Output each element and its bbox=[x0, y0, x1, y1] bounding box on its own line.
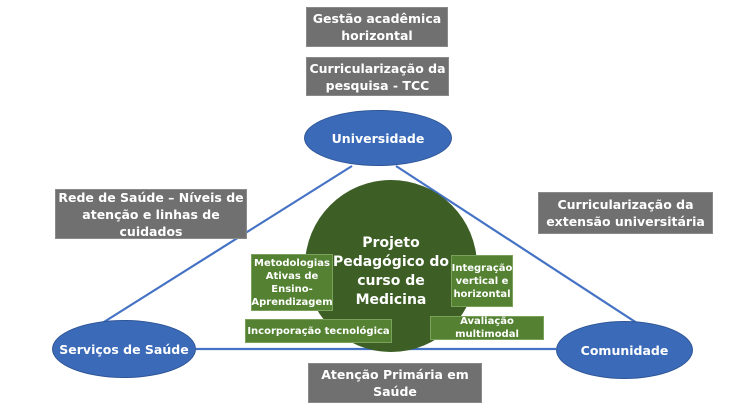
node-universidade-label: Universidade bbox=[331, 130, 425, 146]
center-line-3: curso de bbox=[357, 273, 425, 289]
box-rede-line-2: atenção e linhas de cuidados bbox=[82, 206, 220, 239]
box-curricularizacao-extensao: Curricularização da extensão universitár… bbox=[538, 192, 713, 234]
center-line-1: Projeto bbox=[362, 235, 420, 251]
integracao-line-3: horizontal bbox=[453, 288, 511, 300]
incorporacao-label: Incorporação tecnológica bbox=[247, 325, 390, 337]
box-rede-line-1: Rede de Saúde – Níveis de bbox=[58, 189, 244, 205]
node-comunidade-label: Comunidade bbox=[580, 342, 669, 358]
node-universidade: Universidade bbox=[304, 110, 452, 166]
metodologias-line-4: Aprendizagem bbox=[251, 296, 333, 308]
box-extensao-line-2: extensão universitária bbox=[546, 214, 705, 229]
center-title: Projeto Pedagógico do curso de Medicina bbox=[330, 234, 452, 310]
box-integracao: Integração vertical e horizontal bbox=[451, 255, 513, 307]
box-gestao-line-2: horizontal bbox=[341, 28, 413, 43]
metodologias-line-3: Ensino- bbox=[271, 283, 313, 295]
node-comunidade: Comunidade bbox=[556, 321, 693, 379]
center-line-4: Medicina bbox=[355, 292, 427, 308]
box-curricularizacao-pesquisa: Curricularização da pesquisa - TCC bbox=[306, 57, 449, 96]
metodologias-line-2: Ativas de bbox=[265, 270, 319, 282]
node-servicos-label: Serviços de Saúde bbox=[59, 341, 189, 357]
box-incorporacao-tecnologica: Incorporação tecnológica bbox=[245, 319, 392, 343]
box-atencao-primaria: Atenção Primária em Saúde bbox=[308, 363, 482, 403]
box-atencao-line-1: Atenção Primária em bbox=[321, 367, 469, 382]
line-universidade-servicos bbox=[95, 165, 353, 328]
box-avaliacao-multimodal: Avaliação multimodal bbox=[430, 316, 544, 340]
avaliacao-label: Avaliação multimodal bbox=[455, 316, 519, 340]
box-pesquisa-line-1: Curricularização da bbox=[309, 60, 446, 76]
box-gestao-academica: Gestão acadêmica horizontal bbox=[306, 7, 448, 47]
integracao-line-2: vertical e bbox=[455, 275, 509, 287]
box-metodologias-ativas: Metodologias Ativas de Ensino- Aprendiza… bbox=[251, 254, 333, 311]
integracao-line-1: Integração bbox=[451, 262, 513, 274]
node-servicos-de-saude: Serviços de Saúde bbox=[52, 320, 196, 378]
box-rede-de-saude: Rede de Saúde – Níveis de atenção e linh… bbox=[55, 189, 247, 239]
center-line-2: Pedagógico do bbox=[332, 254, 450, 270]
box-pesquisa-line-2: pesquisa - TCC bbox=[325, 77, 430, 93]
box-atencao-line-2: Saúde bbox=[373, 384, 417, 399]
metodologias-line-1: Metodologias bbox=[254, 257, 330, 269]
box-gestao-line-1: Gestão acadêmica bbox=[312, 11, 442, 26]
box-extensao-line-1: Curricularização da bbox=[557, 197, 694, 212]
